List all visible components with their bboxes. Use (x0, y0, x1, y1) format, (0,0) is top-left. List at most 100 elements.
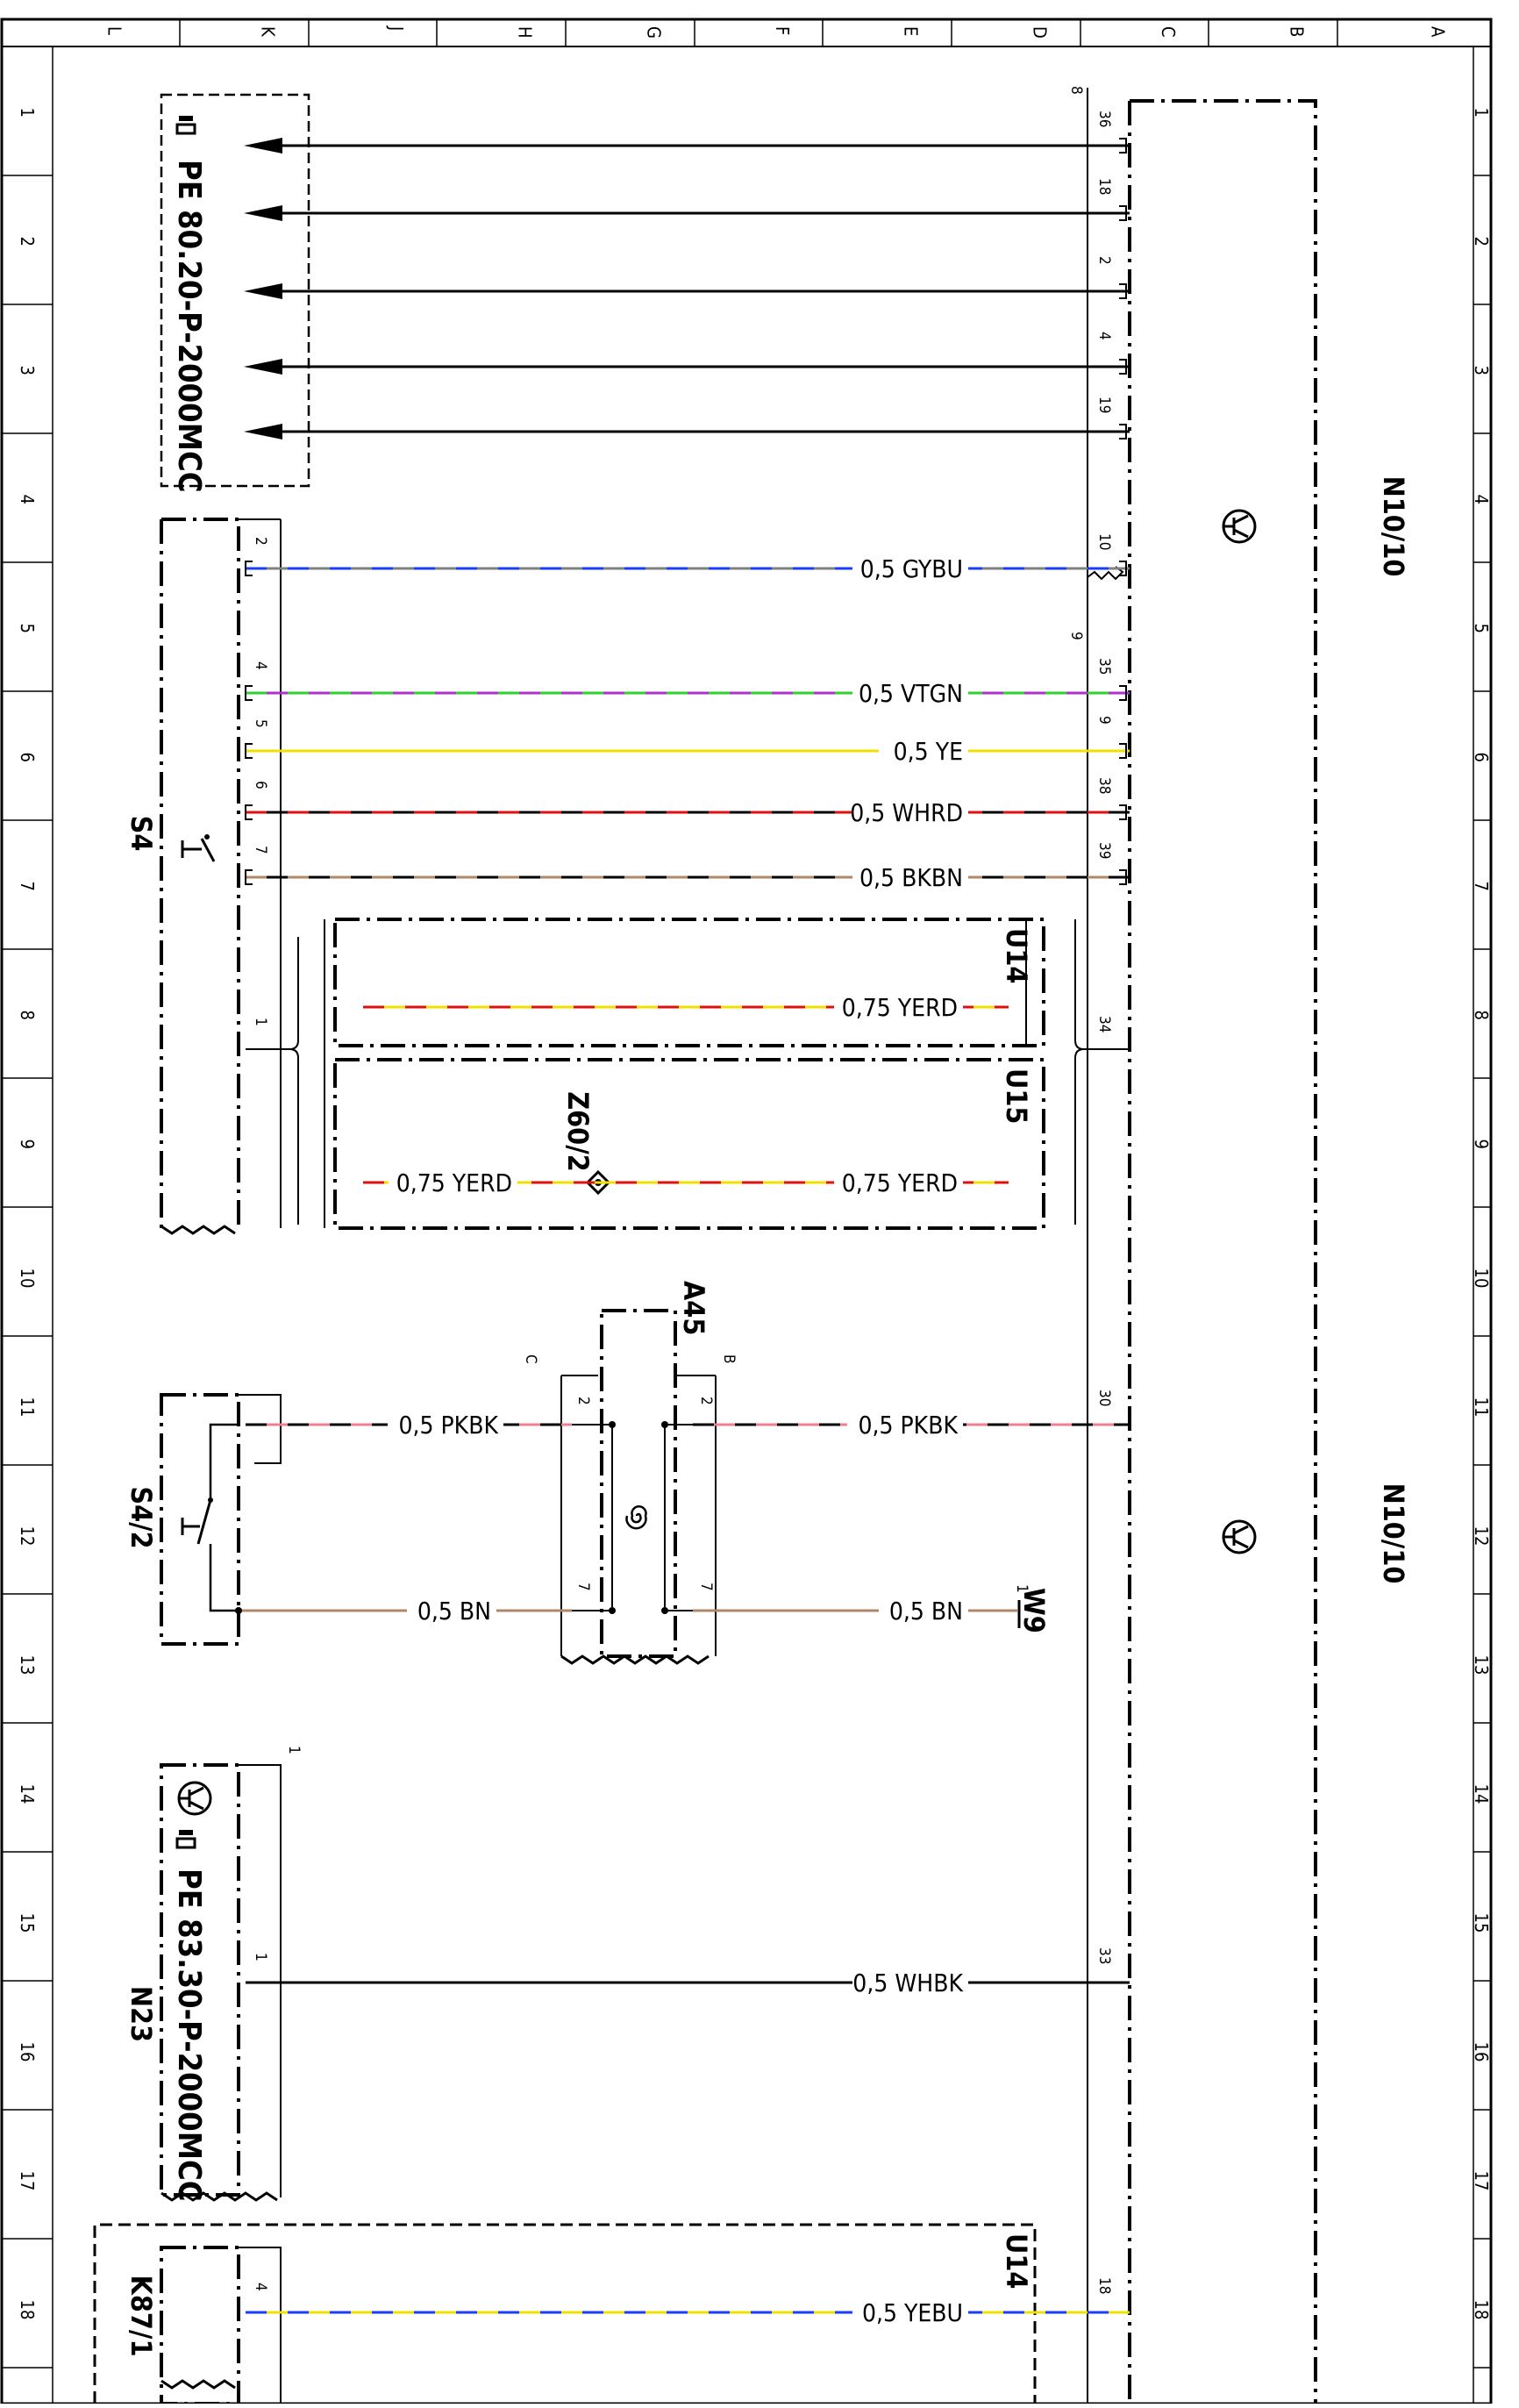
row-label-right: 11 (1471, 1397, 1492, 1418)
row-label-left: 11 (17, 1397, 38, 1418)
wire-label: 0,5 VTGN (859, 679, 963, 708)
switch-icon (181, 834, 216, 862)
wire-label-group: 0,5 BN (407, 1595, 496, 1626)
harness-brackets (324, 919, 1027, 1228)
row-label-left: 13 (17, 1655, 38, 1676)
column-label: L (104, 26, 125, 35)
pin-label: 4 (252, 661, 269, 670)
n23-break (160, 2191, 278, 2202)
wire-label-group: 0,5 BN (879, 1595, 968, 1626)
row-label-right: 5 (1471, 624, 1492, 633)
junction-dot (661, 1607, 668, 1614)
a45-break (560, 1654, 710, 1665)
arrow-head-icon (244, 205, 282, 221)
wire-label: 0,5 PKBK (398, 1411, 499, 1440)
wire-label: 0,5 WHRD (850, 798, 963, 827)
connector-9-label: 9 (1067, 632, 1085, 640)
pin-socket (1119, 561, 1127, 576)
pin-label: 18 (1095, 2277, 1113, 2294)
k87-1-module (160, 2246, 240, 2405)
pin-label: 5 (252, 719, 269, 728)
wire-label: 0,75 YERD (842, 1168, 958, 1197)
wire-label: 0,5 WHBK (852, 1969, 964, 1997)
row-label-left: 15 (17, 1913, 38, 1933)
wire-label-group: 0,75 YERD (389, 1167, 517, 1197)
pin-label: 2 (252, 537, 269, 546)
left-brace (289, 937, 299, 1225)
wire-label-bg (852, 2297, 968, 2326)
pin-label: 1 (252, 1018, 269, 1026)
n23-connector (239, 1764, 282, 2197)
pin-socket (1119, 424, 1127, 439)
wire-label-group: 0,5 WHRD (850, 797, 968, 827)
s4-outline (161, 518, 240, 1228)
n10-top-label: N10/10 (1377, 476, 1410, 577)
column-label: B (1287, 26, 1308, 37)
arrow-head-icon (244, 424, 282, 439)
row-label-left: 10 (17, 1268, 38, 1289)
w9-label: W9 (1017, 1588, 1051, 1633)
reference-label-2: PE 83.30-P-2000MCC (171, 1869, 207, 2201)
row-label-left: 5 (17, 624, 38, 633)
wire-label-bg (852, 677, 968, 707)
wire-label-group: 0,5 WHBK (852, 1967, 968, 1997)
k87-1-break (160, 2379, 236, 2390)
pin-socket (1119, 205, 1127, 221)
pin-label: 38 (1095, 777, 1113, 794)
column-label: A (1428, 26, 1449, 38)
row-label-left: 2 (17, 237, 38, 247)
wire-label-bg (879, 735, 968, 765)
row-label-right: 3 (1471, 366, 1492, 375)
wire-label: 0,75 YERD (842, 993, 958, 1022)
s4-label: S4 (125, 816, 158, 852)
right-brace (1074, 919, 1085, 1225)
u14-bottom-box (93, 2223, 1037, 2404)
reference-label-1: PE 80.20-P-2000MCC (171, 160, 207, 492)
reference-hand-icon (175, 116, 196, 135)
s4-break (160, 1225, 236, 1235)
column-label: J (386, 25, 407, 31)
arrow-head-icon (244, 283, 282, 299)
row-label-left: 9 (17, 1140, 38, 1149)
pin-label: 7 (574, 1583, 592, 1591)
wire-label-bg (847, 1409, 963, 1439)
row-label-right: 15 (1471, 1913, 1492, 1933)
row-label-right: 9 (1471, 1140, 1492, 1149)
pin-socket (1119, 804, 1127, 820)
wire-label: 0,5 YEBU (862, 2298, 963, 2327)
s4-2-module (160, 1393, 240, 1646)
row-label-left: 16 (17, 2042, 38, 2062)
arrow-pin-label: 36 (1095, 111, 1113, 127)
pin-socket (245, 561, 253, 576)
wire-label: 0,5 PKBK (858, 1411, 959, 1440)
wire-label-group: 0,5 PKBK (388, 1409, 503, 1440)
arrow-pin-label: 18 (1095, 178, 1113, 195)
row-label-left: 6 (17, 753, 38, 762)
row-label-right: 18 (1471, 2300, 1492, 2320)
pin-label: 10 (1095, 533, 1113, 550)
a45-module (600, 1309, 677, 1658)
u14-top-label: U14 (1000, 928, 1033, 983)
wire-label-bg (852, 861, 968, 891)
arrow-head-icon (244, 359, 282, 375)
pin-socket (1119, 283, 1127, 299)
row-label-left: 8 (17, 1011, 38, 1020)
a45-label: A45 (677, 1281, 710, 1335)
wire-label-bg (834, 1167, 963, 1197)
junction-dot (609, 1607, 616, 1614)
pin-socket (1119, 138, 1127, 154)
row-label-left: 14 (17, 1784, 38, 1804)
n10-module-outline (1130, 99, 1317, 2404)
pin-label: 4 (252, 2283, 269, 2291)
row-label-right: 8 (1471, 1011, 1492, 1020)
s4-2-connector (239, 1394, 282, 1464)
pin-socket (245, 869, 253, 885)
transistor-icon (1222, 1519, 1257, 1554)
u15-label: U15 (1000, 1068, 1033, 1124)
wire-label: 0,5 YE (894, 737, 963, 766)
wire-label-group: 0,5 PKBK (847, 1409, 963, 1440)
s4-2-contacts (209, 1423, 239, 1612)
